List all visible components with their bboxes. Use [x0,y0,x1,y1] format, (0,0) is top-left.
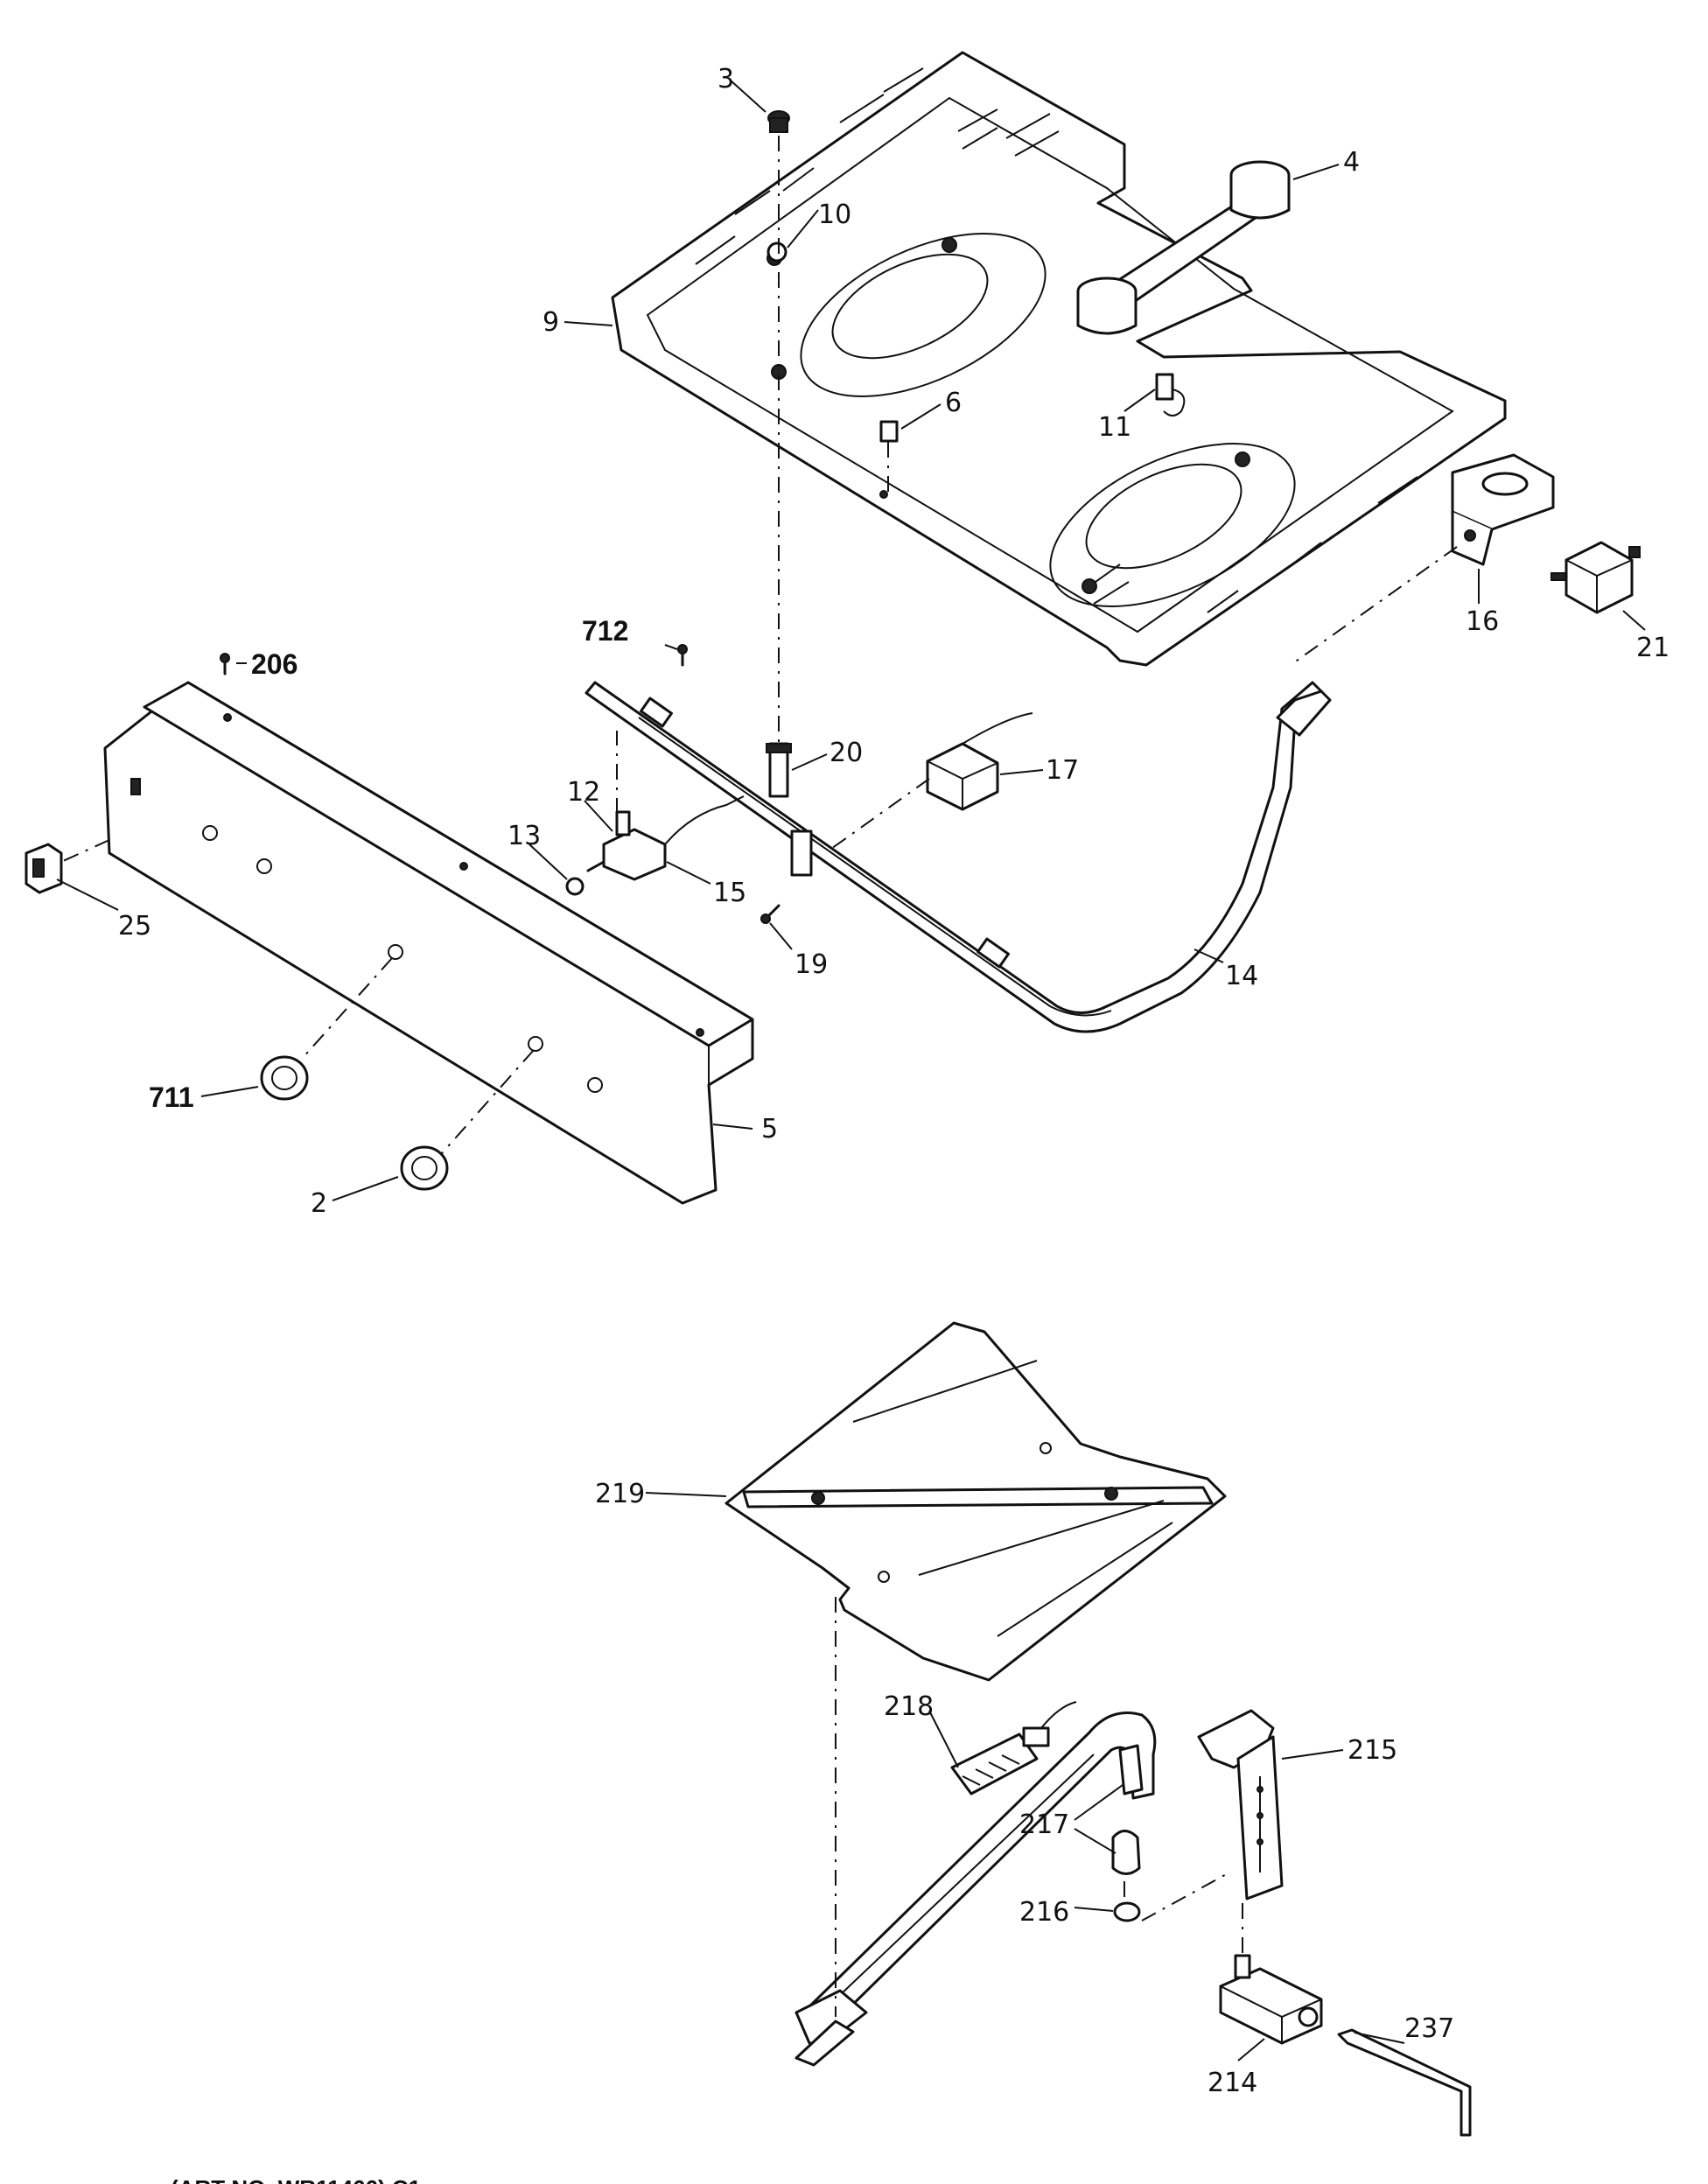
callout-215: 215 [1348,1735,1397,1766]
switch-17 [926,712,1033,811]
top-burner-assembly [1076,160,1291,335]
callout-19: 19 [794,949,828,980]
callout-16: 16 [1466,606,1499,637]
manifold-panel [103,681,754,1205]
leader-lines-upper [56,80,1646,1201]
part-11 [1155,373,1186,416]
callout-237: 237 [1404,2013,1454,2044]
nut-13 [565,877,584,896]
screw-19 [760,904,780,924]
part-6 [879,420,899,443]
callout-11: 11 [1098,412,1131,443]
callout-219: 219 [595,1479,645,1509]
callout-218: 218 [884,1691,934,1722]
igniter-218 [950,1701,1077,1796]
nut-216 [1113,1901,1141,1922]
callout-216: 216 [1019,1897,1069,1928]
switch-21 [1550,541,1641,614]
screw-712 [677,644,688,667]
callout-2: 2 [311,1188,327,1219]
callout-711: 711 [149,1082,194,1113]
orifice-20 [766,742,792,798]
leader-lines-lower [645,1492,1405,2062]
callout-12: 12 [567,777,600,808]
art-number-note: (ART NO. WR11466) C1 [171,2175,421,2184]
callout-10: 10 [818,200,851,230]
alignment-lines-lower [835,1597,1243,2017]
spreader-217 [1111,1744,1144,1875]
oven-burner [794,1712,1157,2067]
knob-2 [400,1145,449,1191]
nut-10 [766,242,788,262]
callout-217: 217 [1019,1810,1069,1840]
burner-box [611,51,1507,667]
callout-6: 6 [945,388,962,418]
valve-15 [586,795,745,881]
callout-25: 25 [118,911,151,942]
callout-13: 13 [508,821,541,851]
tube-237 [1337,2028,1472,2137]
alignment-lines-upper [60,136,1458,1154]
valve-214 [1219,1954,1323,2045]
switch-25 [24,843,63,894]
callout-3: 3 [718,64,734,94]
manifold-pipe [584,681,1332,1033]
callout-214: 214 [1208,2068,1257,2098]
callout-4: 4 [1343,147,1360,178]
callout-14: 14 [1225,961,1258,991]
knob-711 [260,1055,309,1101]
callout-20: 20 [830,738,863,768]
heat-shield [724,1321,1227,1682]
bracket-215 [1197,1709,1284,1900]
callout-labels: 3 4 10 9 6 11 16 21 712 206 20 17 12 13 … [118,64,1670,2098]
callout-17: 17 [1046,755,1079,786]
callout-5: 5 [761,1114,778,1144]
callout-21: 21 [1636,633,1670,663]
callout-15: 15 [713,878,746,908]
screw-206 [220,653,230,676]
callout-206: 206 [251,648,298,680]
callout-712: 712 [582,615,628,647]
valve-16 [1451,453,1555,566]
grommet-3 [767,110,790,133]
callout-9: 9 [542,307,559,338]
